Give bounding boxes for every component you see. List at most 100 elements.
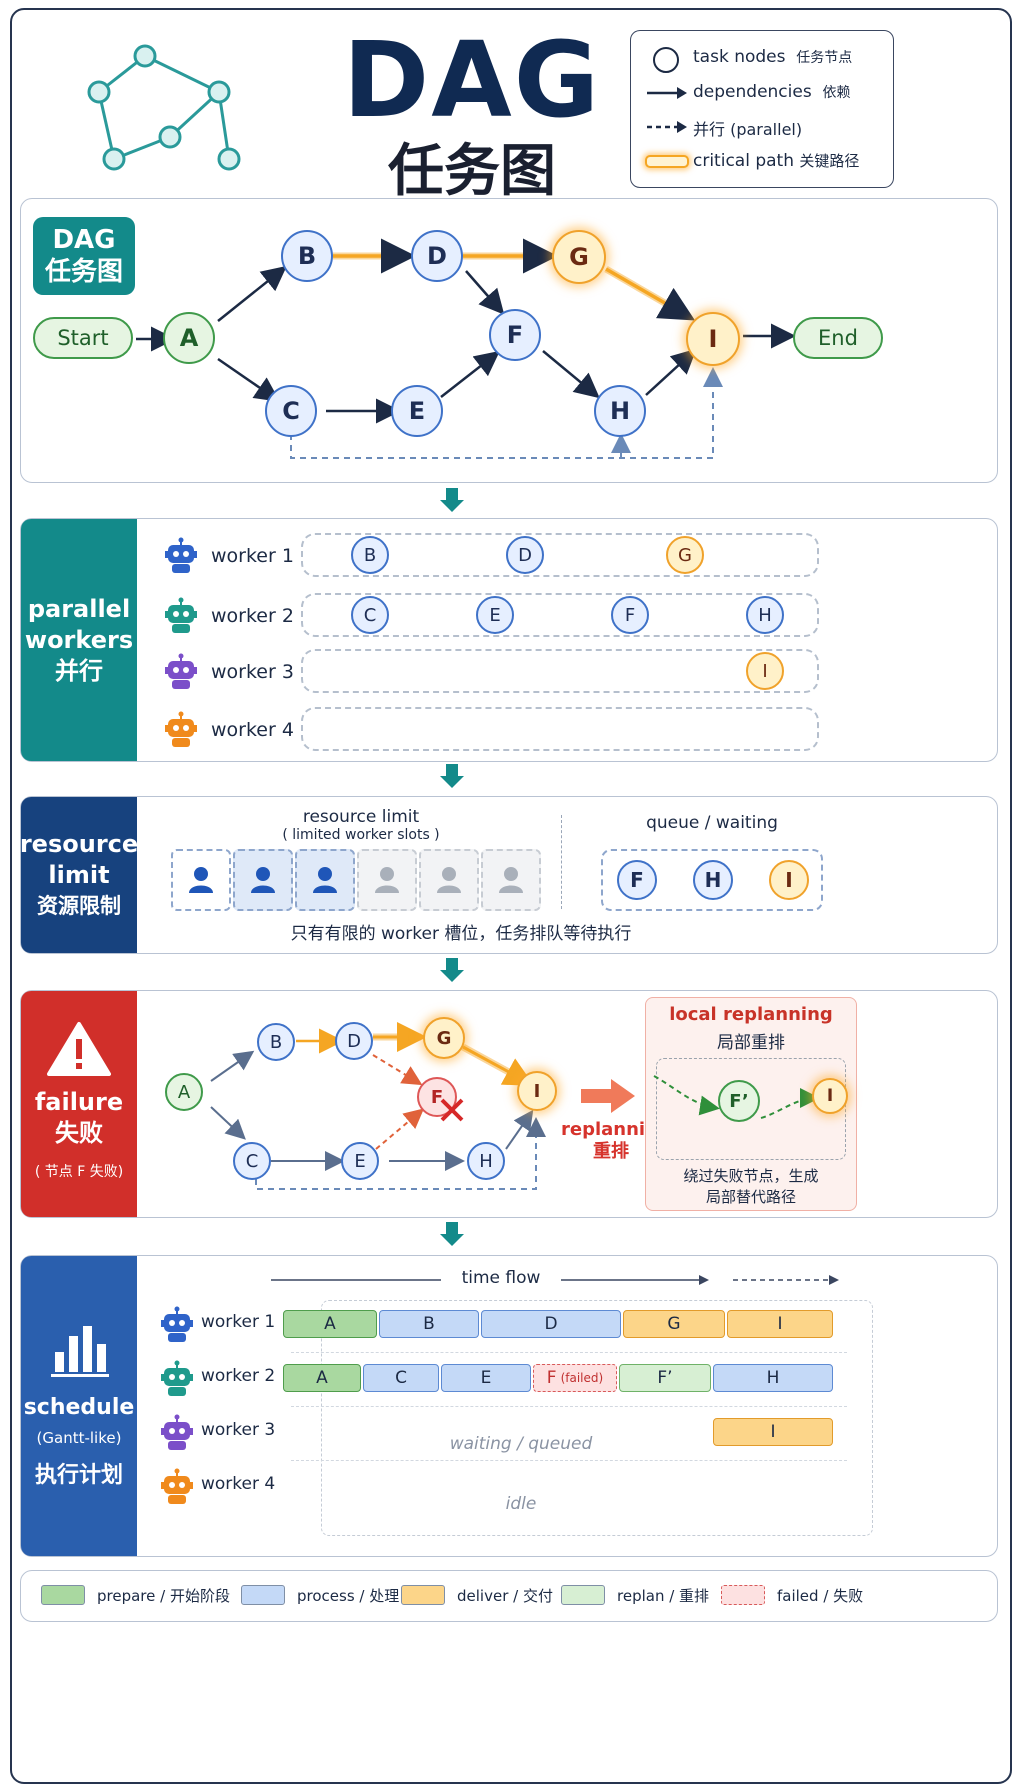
user-icon	[313, 867, 337, 893]
legend-critical-path: critical path 关键路径	[693, 151, 860, 171]
node-c: C	[265, 385, 317, 437]
worker-slot	[295, 849, 355, 911]
failure-panel: failure 失败 ( 节点 F 失败)	[20, 990, 998, 1218]
dag-label-zh: 任务图	[44, 257, 123, 287]
queue-title: queue / waiting	[646, 813, 778, 833]
local-route-edges	[653, 1075, 820, 1119]
slots-subtitle: ( limited worker slots )	[282, 827, 440, 843]
task-node: I	[746, 652, 784, 690]
gantt-bar: C	[363, 1364, 439, 1392]
fail-node-c: C	[233, 1142, 271, 1180]
user-icon	[437, 867, 461, 893]
page-title: DAG	[342, 19, 602, 141]
worker-slot	[357, 849, 417, 911]
worker-label: worker 3	[211, 661, 294, 683]
local-node-i: I	[812, 1078, 848, 1114]
resource-label: resource limit 资源限制	[19, 797, 139, 953]
legend-swatch	[721, 1585, 765, 1605]
dag-edges	[136, 238, 796, 459]
legend-swatch	[41, 1585, 85, 1605]
legend-dependencies: dependencies 依赖	[693, 82, 851, 102]
resource-panel: resource limit 资源限制 resource limit ( lim…	[20, 796, 998, 954]
legend-swatch	[561, 1585, 605, 1605]
waiting-text: waiting / queued	[449, 1434, 593, 1454]
worker-label: worker 4	[211, 719, 294, 741]
node-d: D	[411, 230, 463, 282]
slots-title: resource limit	[302, 807, 420, 827]
node-f: F	[489, 309, 541, 361]
gantt-bar: F(failed)	[533, 1364, 617, 1392]
gantt-bar: A	[283, 1310, 377, 1338]
gantt-bar: I	[713, 1418, 833, 1446]
failure-label-en: failure	[34, 1087, 124, 1116]
user-icon	[375, 867, 399, 893]
dashed-arrow-icon	[647, 121, 687, 133]
resource-caption: 只有有限的 worker 槽位，任务排队等待执行	[290, 924, 632, 944]
close-icon	[440, 1098, 464, 1122]
divider	[561, 815, 562, 909]
local-replanning-zh: 局部重排	[717, 1033, 785, 1053]
task-node: H	[746, 596, 784, 634]
legend-label: deliver / 交付	[457, 1587, 553, 1605]
task-node: E	[476, 596, 514, 634]
local-replanning-caption: 绕过失败节点，生成 局部替代路径	[683, 1167, 819, 1206]
node-a: A	[163, 312, 215, 364]
resource-label-en-1: resource	[19, 829, 139, 858]
gantt-bar: I	[727, 1310, 833, 1338]
legend-label: replan / 重排	[617, 1587, 710, 1605]
node-g: G	[552, 230, 606, 284]
critical-path-icon	[645, 155, 689, 168]
solid-arrow-icon	[647, 87, 687, 99]
parallel-label: parallel workers 并行	[21, 519, 137, 761]
worker-lane	[301, 707, 819, 751]
page-frame: DAG 任务图 task nodes 任务节点 dependencies 依赖 …	[10, 8, 1012, 1784]
gantt-bar: E	[441, 1364, 531, 1392]
schedule-label-sub: (Gantt-like)	[36, 1428, 122, 1447]
queue-node-h: H	[693, 860, 733, 900]
idle-text: idle	[505, 1494, 537, 1514]
fail-node-d: D	[335, 1022, 373, 1060]
replanning-arrow-icon	[581, 1079, 635, 1113]
local-route-box	[656, 1058, 846, 1160]
worker-slot	[419, 849, 479, 911]
dag-label-en: DAG	[52, 225, 116, 255]
legend-parallel: 并行 (parallel)	[693, 120, 803, 139]
time-flow-arrow	[271, 1275, 839, 1285]
robot-icon	[163, 653, 199, 695]
row-divider	[291, 1460, 847, 1461]
dag-panel: DAG 任务图	[20, 198, 998, 483]
robot-icon	[163, 537, 199, 579]
queue-box: F H I	[601, 849, 823, 911]
parallel-label-en-1: parallel	[27, 594, 131, 623]
warning-icon	[47, 1021, 111, 1076]
bar-chart-icon	[51, 1325, 109, 1377]
node-h: H	[594, 385, 646, 437]
circle-node-icon	[653, 47, 679, 73]
failure-label: failure 失败 ( 节点 F 失败)	[21, 991, 137, 1217]
worker-label: worker 1	[211, 545, 294, 567]
start-node: Start	[33, 317, 133, 359]
worker-label: worker 3	[201, 1420, 276, 1440]
robot-icon	[163, 711, 199, 753]
worker-label: worker 4	[201, 1474, 276, 1494]
gantt-bar: B	[379, 1310, 479, 1338]
legend-box: task nodes 任务节点 dependencies 依赖 并行 (para…	[630, 30, 894, 188]
gantt-area	[321, 1300, 873, 1536]
worker-label: worker 1	[201, 1312, 276, 1332]
queue-node-f: F	[617, 860, 657, 900]
end-node: End	[793, 317, 883, 359]
user-icon	[499, 867, 523, 893]
local-node-f-prime: F’	[718, 1080, 760, 1122]
schedule-label-en: schedule	[23, 1394, 135, 1420]
fail-node-i: I	[517, 1071, 557, 1111]
schedule-label: schedule (Gantt-like) 执行计划	[21, 1256, 137, 1556]
worker-slot	[233, 849, 293, 911]
fail-node-e: E	[341, 1142, 379, 1180]
worker-lane	[301, 649, 819, 693]
gantt-bar: A	[283, 1364, 361, 1392]
fail-node-g: G	[423, 1017, 465, 1059]
legend-label: failed / 失败	[777, 1587, 864, 1605]
robot-icon	[159, 1414, 195, 1456]
resource-label-en-2: limit	[48, 860, 110, 889]
gantt-bar: G	[623, 1310, 725, 1338]
